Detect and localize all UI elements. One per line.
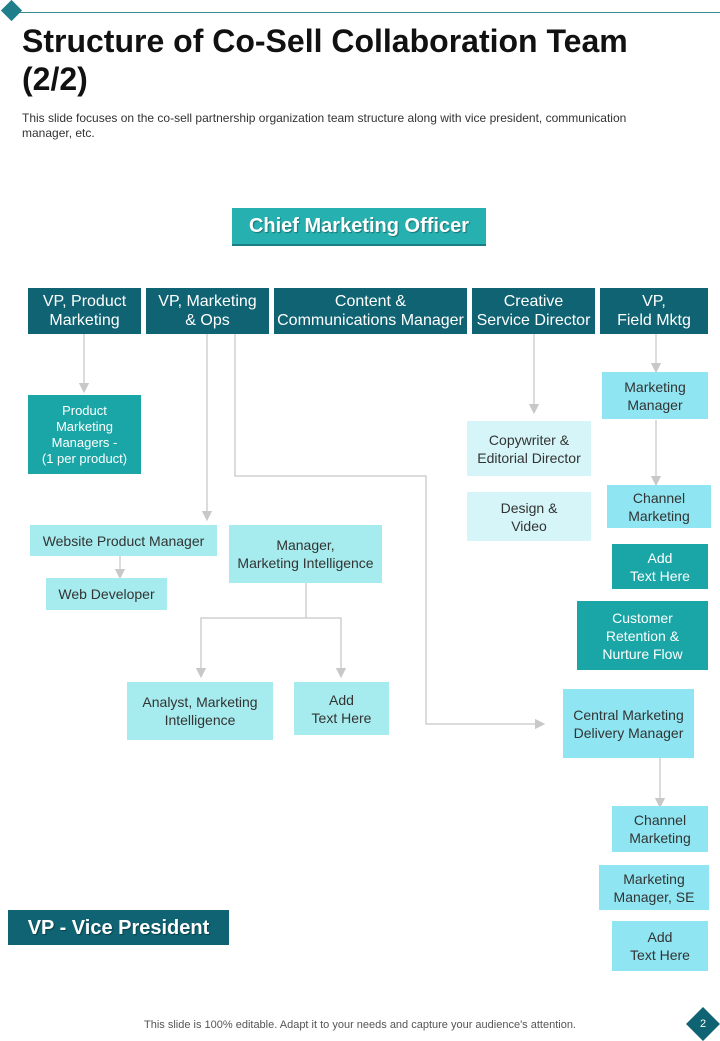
add-text-box-2: Add Text Here (612, 544, 708, 589)
channel-marketing-box-2: Channel Marketing (612, 806, 708, 852)
chief-marketing-officer-box: Chief Marketing Officer (232, 208, 486, 246)
vp-marketing-ops-box: VP, Marketing & Ops (146, 288, 269, 334)
page-number: 2 (699, 1018, 707, 1030)
website-product-manager-box: Website Product Manager (30, 525, 217, 556)
connector-vp-ops-to-central-marketing (234, 334, 546, 730)
design-video-box: Design & Video (467, 492, 591, 541)
creative-service-director-box: Creative Service Director (472, 288, 595, 334)
top-rule (12, 12, 720, 13)
channel-marketing-box-1: Channel Marketing (607, 485, 711, 528)
product-marketing-managers-box: Product Marketing Managers - (1 per prod… (28, 395, 141, 474)
vp-product-marketing-box: VP, Product Marketing (28, 288, 141, 334)
vp-abbreviation-note: VP - Vice President (8, 910, 229, 945)
manager-marketing-intelligence-box: Manager, Marketing Intelligence (229, 525, 382, 583)
connector-mi-to-analyst (195, 583, 307, 679)
content-communications-manager-box: Content & Communications Manager (274, 288, 467, 334)
marketing-manager-se-box: Marketing Manager, SE (599, 865, 709, 910)
analyst-marketing-intelligence-box: Analyst, Marketing Intelligence (127, 682, 273, 740)
footer-note: This slide is 100% editable. Adapt it to… (144, 1019, 576, 1031)
marketing-manager-box: Marketing Manager (602, 372, 708, 419)
page-title: Structure of Co-Sell Collaboration Team … (22, 23, 628, 97)
add-text-box-1: Add Text Here (294, 682, 389, 735)
page-subtitle: This slide focuses on the co-sell partne… (22, 111, 627, 140)
connector-mi-to-add-text (306, 617, 347, 679)
central-marketing-delivery-manager-box: Central Marketing Delivery Manager (563, 689, 694, 758)
vp-field-mktg-box: VP, Field Mktg (600, 288, 708, 334)
copywriter-editorial-director-box: Copywriter & Editorial Director (467, 421, 591, 476)
add-text-box-3: Add Text Here (612, 921, 708, 971)
customer-retention-box: Customer Retention & Nurture Flow (577, 601, 708, 670)
web-developer-box: Web Developer (46, 578, 167, 610)
